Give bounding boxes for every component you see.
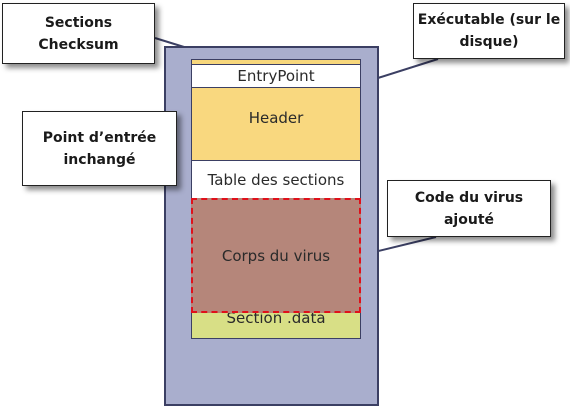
callout-virus-code-line2: ajouté: [443, 211, 495, 228]
callout-sections-checksum: Sections Checksum: [2, 3, 155, 64]
callout-executable-disk-line1: Exécutable (sur le: [417, 12, 561, 28]
callout-virus-code-added: Code du virus ajouté: [387, 180, 551, 237]
callout-entrypoint-line1: Point d’entrée: [42, 129, 157, 146]
entrypoint-block: EntryPoint: [191, 64, 361, 88]
callout-executable-disk-line2: disque): [459, 34, 519, 50]
callout-sections-checksum-line1: Sections: [44, 14, 113, 31]
callout-virus-code-line1: Code du virus: [414, 189, 524, 206]
callout-executable-disk: Exécutable (sur le disque): [413, 3, 565, 59]
callout-sections-checksum-line2: Checksum: [38, 36, 119, 53]
section-table-block: Table des sections: [191, 160, 361, 200]
header-block: Header: [191, 87, 361, 161]
callout-entrypoint-line2: inchangé: [63, 151, 136, 168]
virus-body-block: Corps du virus: [191, 198, 361, 313]
callout-entrypoint-unchanged: Point d’entrée inchangé: [22, 111, 177, 186]
executable-connector: [377, 58, 439, 79]
